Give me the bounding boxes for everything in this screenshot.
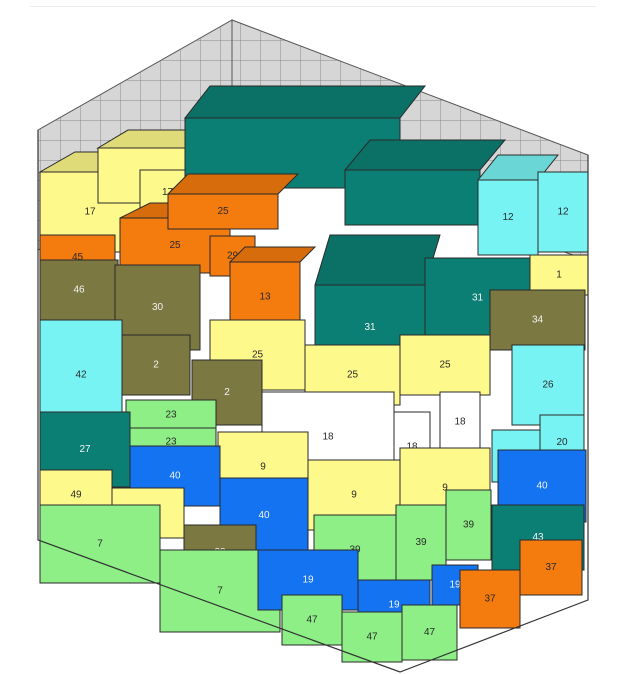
- box-top-face: [185, 86, 425, 118]
- box-label: 7: [97, 539, 103, 550]
- box-label: 49: [70, 490, 82, 501]
- box-label: 2: [224, 387, 230, 398]
- box-label: 18: [454, 417, 466, 428]
- box-b47: 47: [282, 595, 342, 645]
- box-top-face: [345, 140, 505, 170]
- box-b25c: 25: [400, 335, 490, 395]
- box-b7: 7: [40, 505, 160, 583]
- box-b18c: 18: [440, 392, 480, 452]
- box-b1: 1: [530, 255, 588, 295]
- box-b25o2: 25: [168, 174, 298, 229]
- box-b39c: 39: [446, 490, 491, 560]
- box-label: 19: [302, 575, 314, 586]
- box-label: 37: [545, 562, 557, 573]
- box-label: 9: [260, 462, 266, 473]
- box-label: 7: [217, 586, 223, 597]
- box-label: 12: [557, 207, 569, 218]
- box-label: 2: [153, 360, 159, 371]
- box-b13: 13: [230, 247, 315, 332]
- box-b23: 23: [126, 400, 216, 430]
- box-label: 19: [449, 580, 461, 591]
- box-label: 18: [322, 432, 334, 443]
- box-b2: 2: [122, 335, 190, 395]
- box-label: 20: [556, 437, 568, 448]
- box-label: 27: [79, 444, 91, 455]
- box-label: 31: [472, 293, 484, 304]
- box-b34: 34: [490, 290, 585, 350]
- box-front-face: [345, 170, 480, 225]
- box-label: 9: [351, 490, 357, 501]
- box-top-face: [230, 247, 315, 262]
- box-label: 39: [463, 520, 475, 531]
- box-label: 47: [366, 632, 378, 643]
- box-label: 47: [424, 627, 436, 638]
- box-label: 40: [169, 471, 181, 482]
- box-label: 25: [347, 370, 359, 381]
- box-b37: 37: [460, 570, 520, 628]
- box-label: 31: [364, 322, 376, 333]
- box-label: 25: [439, 360, 451, 371]
- box-label: 30: [152, 302, 164, 313]
- box-top-face: [315, 235, 440, 285]
- box-label: 1: [556, 270, 562, 281]
- box-top-face: [168, 174, 298, 194]
- box-label: 12: [502, 212, 514, 223]
- box-label: 39: [415, 537, 427, 548]
- box-b37b: 37: [520, 540, 582, 595]
- box-label: 25: [252, 350, 264, 361]
- box-label: 13: [259, 292, 271, 303]
- box-b46: 46: [40, 260, 118, 320]
- box-label: 42: [75, 370, 87, 381]
- box-label: 25: [169, 240, 181, 251]
- box-b47c: 47: [402, 605, 457, 660]
- box-label: 34: [532, 315, 544, 326]
- box-label: 23: [165, 410, 177, 421]
- boxes-layer: 1717171212452525291346303131134422525252…: [38, 86, 588, 672]
- box-label: 37: [484, 594, 496, 605]
- box-label: 25: [217, 206, 229, 217]
- box-label: 40: [536, 481, 548, 492]
- box-label: 19: [388, 600, 400, 611]
- box-label: 40: [258, 510, 270, 521]
- box-b12b: 12: [538, 172, 588, 252]
- box-label: 17: [84, 207, 96, 218]
- box-label: 46: [73, 285, 85, 296]
- box-b26: 26: [512, 345, 584, 425]
- box-label: 26: [542, 380, 554, 391]
- box-label: 47: [306, 615, 318, 626]
